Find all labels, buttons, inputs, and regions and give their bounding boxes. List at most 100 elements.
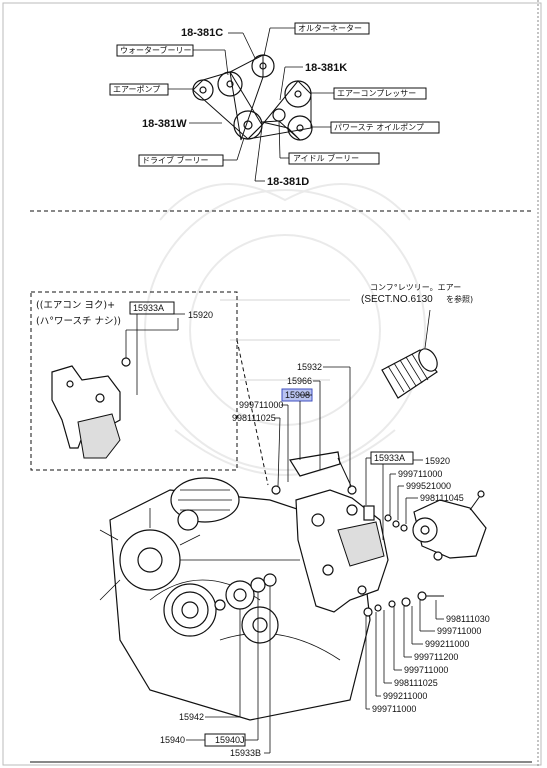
spacer-ring [250,577,266,593]
leader-alternator2 [263,27,271,57]
part-15966: 15966 [287,376,312,386]
fan-pulley-hub [137,547,163,573]
label-drive-pulley: ドライブ ブーリー [142,155,209,165]
spacer-ring-2 [263,573,277,587]
label-power-steering: パワーステ オイルポンプ [334,123,424,132]
part-999211000-a: 999211000 [425,639,469,649]
label-box-air-pump [109,83,169,96]
label-box-idler-pulley [288,152,380,165]
lower-bolt-head [417,591,427,601]
reference-note: コンフ°レツリー。エアー (SECT.NO.6130 を参照) [361,283,473,349]
belt-code-w: 18-381W [142,118,187,130]
inset-note-line1: ((エアコン ヨク)+ [36,300,115,311]
alternator-pulley-main [177,509,199,531]
part-15932: 15932 [297,362,322,372]
belt-idler-hub [252,617,268,633]
label-water-pulley: ウォーターブーリー [120,45,192,55]
inset-part-15933a: 15933A [133,303,164,313]
washer-c [400,524,408,532]
bracket-hole-3 [346,504,358,516]
inset-bracket-plate [77,413,121,459]
belt-code-k: 18-381K [305,62,347,74]
adjusting-bolt [271,485,281,495]
air-pump-hub [199,86,207,94]
belt-18-381c [229,54,264,141]
drive-pulley-main-hub [233,588,247,602]
part-999521000: 999521000 [406,481,451,491]
part-15933a: 15933A [374,453,405,463]
leader-998111025-ab [277,417,281,487]
label-box-ac-compressor [333,87,427,100]
hose-ribs [387,353,429,393]
part-callouts: 15932 15966 15908 999711000 998111025 15… [160,362,490,758]
lower-nut-2 [374,604,382,612]
inset-variant-box: ((エアコン ヨク)+ (ハ°ワースチ ナシ)) 15933A 15920 [30,291,269,486]
leader-c2 [242,32,256,59]
pump-pulley-hub [420,525,430,535]
inset-bolt [121,357,131,367]
belt-code-c: 18-381C [181,27,223,39]
part-998111045: 998111045 [420,493,464,503]
label-box-power-steering [330,121,440,134]
bracket-hole-2 [322,564,334,576]
adjusting-arm [289,451,341,477]
part-999711000-b: 999711000 [398,469,442,479]
part-15942: 15942 [179,712,204,722]
spacer-block [363,505,375,521]
part-15940j: 15940J [215,735,245,745]
inset-box-15933a [129,301,175,315]
bracket-plate [337,521,385,567]
adjusting-nut [347,485,357,495]
part-998111030: 998111030 [446,614,490,624]
inset-note-line2: (ハ°ワースチ ナシ)) [36,316,121,327]
leader-idler2 [278,120,281,159]
reference-line2: (SECT.NO.6130 [361,294,433,305]
label-box-water-pulley [116,44,194,57]
part-999711000-c: 999711000 [437,626,481,636]
inset-pointer [236,339,269,486]
label-alternator: オルターネーター [298,24,362,33]
part-999711000-e: 999711000 [372,704,416,714]
fan-blades [99,508,201,601]
label-ac-compressor: エアーコンプレッサー [337,89,416,98]
part-999211000-b: 999211000 [383,691,427,701]
lower-nut-1 [363,607,373,617]
leader-water2 [224,49,229,76]
belt-code-d: 18-381D [267,176,309,188]
leader-drive2 [236,137,245,161]
label-box-drive-pulley [138,154,224,167]
lower-washer-1 [388,600,396,608]
inset-hole-1 [95,393,105,403]
pump-fitting [433,551,443,561]
part-999711200: 999711200 [414,652,458,662]
label-box-alternator [294,22,370,35]
hose-end [418,348,438,372]
pump-body [413,499,487,559]
lower-washer-2 [401,597,411,607]
pump-stud [469,495,481,511]
washer-b [392,520,400,528]
bracket-hole-4 [357,585,367,595]
label-air-pump: エアーポンプ [113,85,160,94]
part-998111025-a: 998111025 [232,413,276,423]
leader-d2 [254,126,263,182]
part-15940: 15940 [160,735,185,745]
bracket-hole-1 [311,513,325,527]
part-999711000-a: 999711000 [239,400,283,410]
ac-compressor-hub [294,90,302,98]
washer-a [384,514,392,522]
pump-stud-cap [477,490,485,498]
part-999711000-d: 999711000 [404,665,448,675]
compressor-assembly [99,348,487,721]
part-15908: 15908 [285,390,310,400]
label-idler-pulley: アイドル ブーリー [293,153,359,163]
crank-pulley-hub [181,601,199,619]
inset-hole-2 [66,380,74,388]
part-998111025-b: 998111025 [394,678,438,688]
reference-leader [424,309,431,349]
leader-k2 [279,66,286,101]
part-15933b: 15933B [230,748,261,758]
part-15920: 15920 [425,456,450,466]
